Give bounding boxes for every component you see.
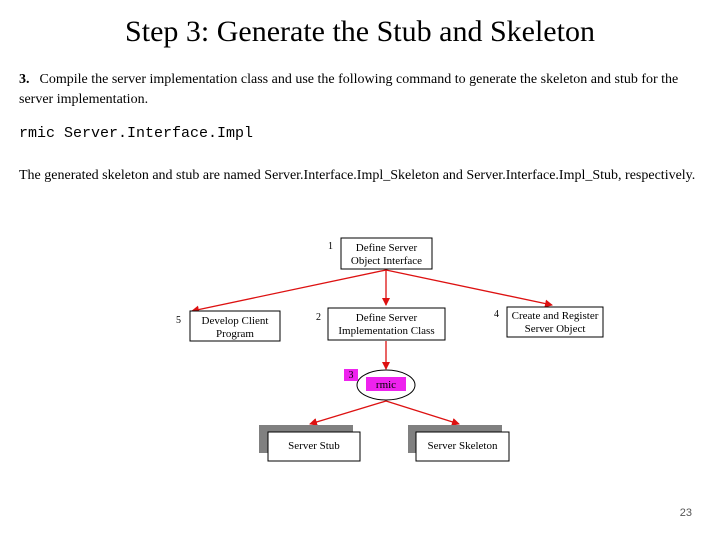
slide-title: Step 3: Generate the Stub and Skeleton <box>125 15 595 48</box>
box-server-stub: Server Stub <box>259 425 361 462</box>
create-register-line2: Server Object <box>525 323 586 335</box>
develop-client-line1: Develop Client <box>202 315 269 327</box>
box-server-skeleton: Server Skeleton <box>408 425 510 462</box>
server-skeleton-label: Server Skeleton <box>428 440 498 452</box>
step-1-label: 1 <box>328 241 333 252</box>
step-2-label: 2 <box>316 312 321 323</box>
create-register-line1: Create and Register <box>512 310 599 322</box>
arrow-rmic-to-skeleton <box>385 400 460 426</box>
instruction-paragraph: 3.Compile the server implementation clas… <box>19 70 709 110</box>
instruction-text: Compile the server implementation class … <box>19 72 679 107</box>
server-stub-label: Server Stub <box>288 440 340 452</box>
arrow-rmic-to-stub <box>309 400 387 426</box>
arrow-interface-to-register <box>385 269 553 308</box>
step-5-label: 5 <box>176 315 181 326</box>
box-define-interface: Define Server Object Interface <box>340 237 433 270</box>
rmic-command: rmic Server.Interface.Impl <box>19 125 254 142</box>
arrows <box>191 269 553 426</box>
page-number: 23 <box>679 507 692 519</box>
define-impl-line2: Implementation Class <box>338 325 434 337</box>
step-3-label: 3 <box>349 370 354 381</box>
step-4-label: 4 <box>494 309 499 320</box>
box-develop-client: Develop Client Program <box>189 310 281 342</box>
result-paragraph: The generated skeleton and stub are name… <box>19 168 696 183</box>
define-interface-line1: Define Server <box>356 242 418 254</box>
arrow-interface-to-client <box>191 269 387 314</box>
define-interface-line2: Object Interface <box>351 255 422 267</box>
rmic-node: rmic <box>356 369 416 401</box>
step-number: 3. <box>19 72 30 87</box>
rmic-label: rmic <box>376 379 396 391</box>
box-define-impl: Define Server Implementation Class <box>327 307 446 341</box>
step-3-badge <box>344 369 358 381</box>
define-impl-line1: Define Server <box>356 312 418 324</box>
box-create-register: Create and Register Server Object <box>506 306 604 338</box>
develop-client-line2: Program <box>216 328 254 340</box>
